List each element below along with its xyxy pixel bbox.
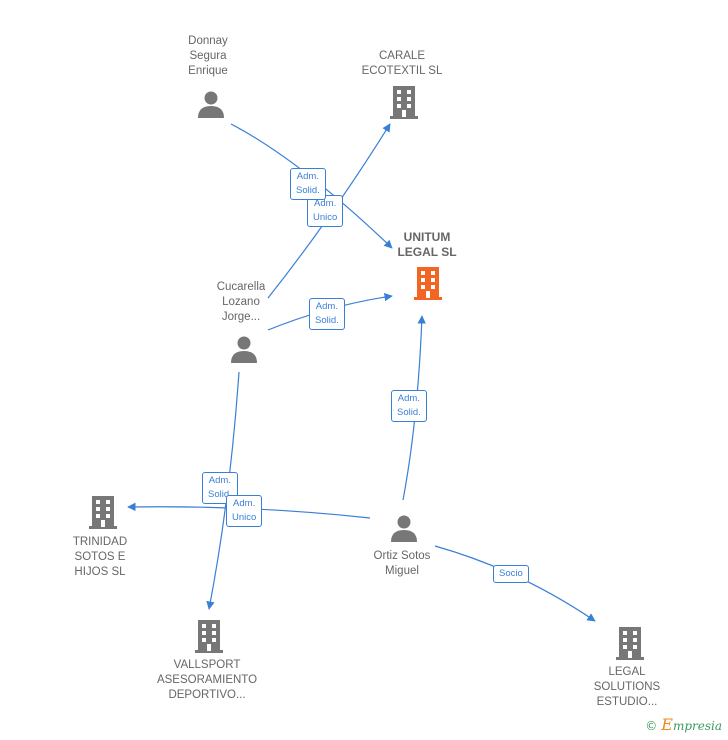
building-icon <box>89 496 117 529</box>
node-label-donnay[interactable]: Donnay Segura Enrique <box>188 35 228 77</box>
edge-ortiz-legal <box>434 545 596 622</box>
node-label-unitum[interactable]: UNITUM LEGAL SL <box>397 230 457 259</box>
brand-name: mpresia <box>672 719 722 733</box>
brand-initial: E <box>661 715 673 734</box>
node-label-vallsport[interactable]: VALLSPORT ASESORAMIENTO DEPORTIVO... <box>156 659 258 701</box>
building-icon <box>616 627 644 660</box>
person-icon <box>231 336 257 363</box>
edge-label-ortiz-legal: Socio <box>493 565 529 583</box>
building-icon <box>390 86 418 119</box>
node-label-legal[interactable]: LEGAL SOLUTIONS ESTUDIO... <box>593 666 661 708</box>
node-label-trinidad[interactable]: TRINIDAD SOTOS E HIJOS SL <box>72 536 128 578</box>
edge-label-ortiz-trinidad: Adm. Unico <box>226 495 263 527</box>
copyright-symbol: © <box>645 719 658 733</box>
node-label-ortiz[interactable]: Ortiz Sotos Miguel <box>373 550 431 577</box>
edge-label-donnay-unitum: Adm. Solid. <box>290 168 326 200</box>
person-icon <box>391 515 417 542</box>
node-label-cucarella[interactable]: Cucarella Lozano Jorge... <box>216 281 266 323</box>
building-icon <box>195 620 223 653</box>
edge-label-ortiz-unitum: Adm. Solid. <box>391 390 427 422</box>
edge-label-cucarella-unitum: Adm. Solid. <box>309 298 345 330</box>
person-icon <box>198 91 224 118</box>
main-building-icon <box>414 267 442 300</box>
node-label-carale[interactable]: CARALE ECOTEXTIL SL <box>361 50 443 77</box>
empresia-logo: ©Empresia <box>645 715 722 734</box>
